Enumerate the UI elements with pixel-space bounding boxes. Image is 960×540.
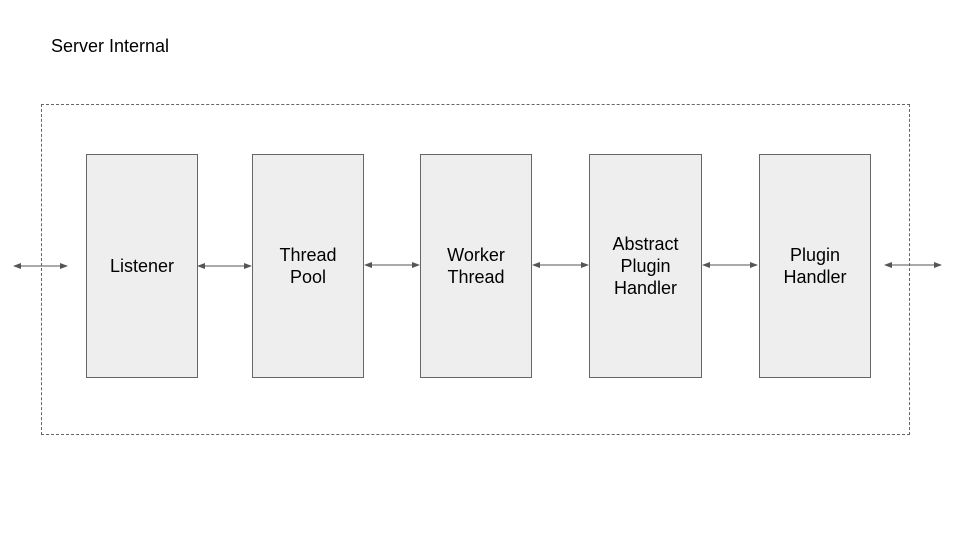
diagram-title: Server Internal bbox=[51, 36, 170, 56]
abstract-plugin-handler-label: Abstract Plugin Handler bbox=[612, 234, 679, 298]
plugin-handler-box: Plugin Handler bbox=[759, 154, 871, 378]
listener-box: Listener bbox=[86, 154, 198, 378]
thread-pool-box: Thread Pool bbox=[252, 154, 364, 378]
worker-thread-box: Worker Thread bbox=[420, 154, 532, 378]
server-internal-boundary bbox=[41, 104, 910, 435]
thread-pool-label: Thread Pool bbox=[279, 245, 337, 287]
listener-label: Listener bbox=[109, 256, 175, 276]
plugin-handler-label: Plugin Handler bbox=[783, 245, 847, 287]
abstract-plugin-handler-box: Abstract Plugin Handler bbox=[589, 154, 702, 378]
worker-thread-label: Worker Thread bbox=[447, 245, 505, 287]
